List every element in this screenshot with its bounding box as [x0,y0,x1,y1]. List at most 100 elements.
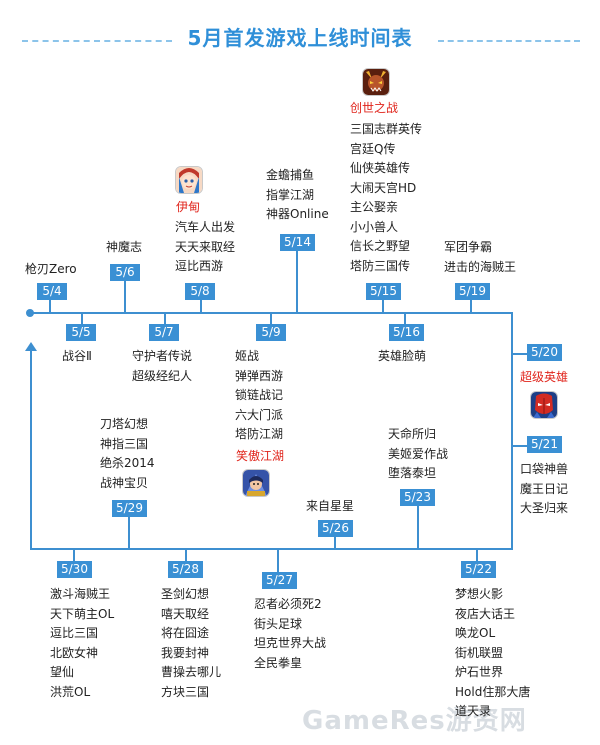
game-title: 圣剑幻想 [161,587,210,601]
watermark: GameRes游资网 [302,706,527,736]
connector-13 [417,506,419,548]
featured-game-title: 笑傲江湖 [236,449,285,463]
date-badge: 5/6 [110,264,140,281]
game-title: 主公娶亲 [350,200,399,214]
title-divider-left [22,40,172,42]
track-right [511,312,513,549]
connector-17 [128,517,130,548]
date-badge: 5/5 [66,324,96,341]
date-badge: 5/28 [168,561,203,578]
featured-game-title: 伊甸 [176,200,201,214]
date-badge: 5/7 [149,324,179,341]
connector-12 [476,550,478,561]
game-list: 战谷Ⅱ [62,347,92,367]
connector-8 [404,314,406,324]
date-badge: 5/22 [461,561,496,578]
game-list: 来自星星 [306,497,354,517]
game-title: 枪刃Zero [25,262,77,276]
game-list: 姬战弹弹西游锁链战记六大门派塔防江湖 [235,347,283,445]
track-start-dot [26,309,34,317]
game-list: 英雄脸萌 [378,347,426,367]
game-title: 汽车人出发 [175,220,236,234]
game-list: 金蟾捕鱼指掌江湖神器Online [266,166,329,225]
game-title: 指掌江湖 [266,187,315,202]
game-list: 天命所归美姬爱作战堕落泰坦 [388,425,448,484]
game-title: 北欧女神 [50,645,99,660]
game-title: 信长之野望 [350,239,411,253]
game-title: 魔王日记 [520,481,569,496]
game-title: 全民拳皇 [254,655,303,670]
game-list: 神魔志 [106,238,142,258]
game-title: 夜店大话王 [455,606,516,621]
game-title: 神魔志 [106,240,143,254]
date-badge: 5/15 [366,283,401,300]
game-title: 塔防三国传 [350,258,411,273]
date-badge: 5/14 [280,234,315,251]
game-title: 英雄脸萌 [378,349,427,363]
warrior-icon [242,469,270,497]
game-title: 美姬爱作战 [388,446,449,461]
connector-7 [382,300,384,312]
connector-11 [513,445,527,447]
game-title: 梦想火影 [455,587,504,601]
date-badge: 5/23 [400,489,435,506]
game-title: 道天录 [455,704,492,718]
game-title: 街机联盟 [455,645,504,660]
game-title: 姬战 [235,349,260,363]
connector-18 [73,550,75,561]
game-title: 守护者传说 [132,349,193,363]
game-title: 激斗海贼王 [50,587,111,601]
game-title: 街头足球 [254,616,303,631]
knight-icon [175,166,203,194]
featured-game-title: 创世之战 [350,101,399,115]
game-title: 神指三国 [100,436,149,451]
date-badge: 5/4 [37,283,67,300]
date-badge: 5/9 [256,324,286,341]
date-badge: 5/21 [527,436,562,453]
game-title: 曹操去哪儿 [161,665,222,679]
game-title: 唤龙OL [455,626,496,640]
date-badge: 5/8 [185,283,215,300]
game-title: 逗比西游 [175,259,224,273]
game-title: 锁链战记 [235,388,284,402]
date-badge: 5/26 [318,520,353,537]
game-list: 口袋神兽魔王日记大圣归来 [520,460,568,519]
game-title: 小小兽人 [350,219,399,234]
game-title: 六大门派 [235,407,284,422]
game-title: 忍者必须死2 [254,597,322,611]
game-title: 望仙 [50,665,75,679]
connector-4 [200,300,202,312]
game-title: 绝杀2014 [100,456,155,470]
date-badge: 5/16 [389,324,424,341]
game-title: 我要封神 [161,645,210,660]
game-title: 塔防江湖 [235,427,284,441]
connector-0 [49,300,51,312]
title-divider-right [438,40,580,42]
game-list: 军团争霸进击的海贼王 [444,238,516,277]
track-end-arrow [25,342,37,351]
game-title: 进击的海贼王 [444,259,517,274]
game-title: 军团争霸 [444,240,493,254]
date-badge: 5/20 [527,344,562,361]
demon-icon [362,68,390,96]
game-title: 弹弹西游 [235,368,284,383]
connector-6 [296,251,298,312]
game-title: 金蟾捕鱼 [266,168,315,182]
featured-game-title: 超级英雄 [520,370,569,384]
game-list: 枪刃Zero [25,260,77,280]
game-title: 战神宝贝 [100,475,149,490]
game-title: 方块三国 [161,684,210,699]
track-top [30,312,512,314]
game-title: 口袋神兽 [520,462,569,476]
game-title: 来自星星 [306,499,355,513]
date-badge: 5/29 [112,500,147,517]
game-title: 大圣归来 [520,501,569,515]
page-title: 5月首发游戏上线时间表 [187,26,413,50]
game-title: 堕落泰坦 [388,466,437,480]
connector-10 [513,353,527,355]
date-badge: 5/30 [57,561,92,578]
